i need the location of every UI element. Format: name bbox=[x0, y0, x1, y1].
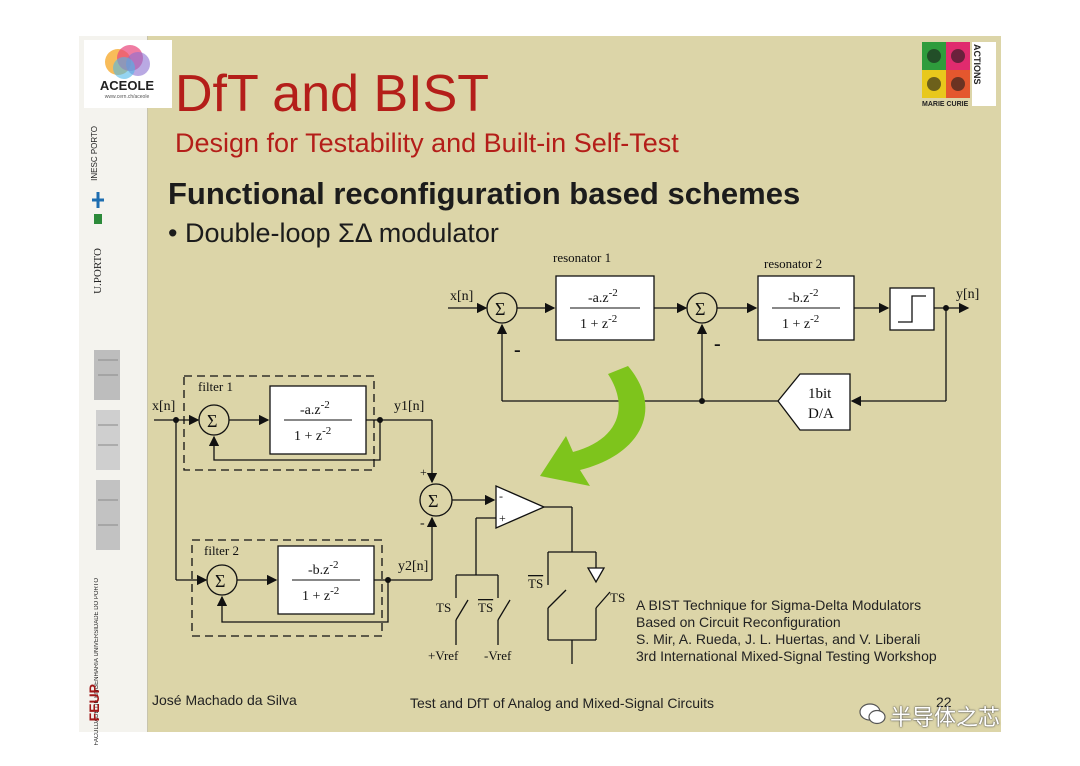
reference-text: A BIST Technique for Sigma-Delta Modulat… bbox=[636, 597, 937, 665]
reconfiguration-arrow-icon bbox=[540, 366, 646, 486]
resonator1-label: resonator 1 bbox=[553, 250, 611, 265]
marie-curie-logo bbox=[922, 42, 996, 106]
filter2-label: filter 2 bbox=[204, 543, 239, 558]
aceole-url: www.cern.ch/aceole bbox=[104, 94, 150, 100]
dac-label-line1: 1bit bbox=[808, 386, 832, 402]
resonator1-numerator: -a.z-2 bbox=[588, 287, 618, 306]
vref-positive-label: +Vref bbox=[428, 648, 459, 663]
footer-author: José Machado da Silva bbox=[152, 692, 297, 708]
sum-plus-label: + bbox=[420, 465, 427, 479]
reference-line: Based on Circuit Reconfiguration bbox=[636, 614, 841, 630]
y1-label: y1[n] bbox=[394, 399, 424, 414]
main-sum-label: Σ bbox=[428, 491, 438, 511]
resonator2-denominator: 1 + z-2 bbox=[782, 313, 819, 332]
page-subtitle: Design for Testability and Built-in Self… bbox=[175, 128, 679, 158]
filter2-denominator: 1 + z-2 bbox=[302, 585, 339, 604]
filter1-denominator: 1 + z-2 bbox=[294, 425, 331, 444]
filter2-sum-label: Σ bbox=[215, 571, 225, 591]
top-minus1-label: - bbox=[514, 339, 521, 361]
filter1-sum-label: Σ bbox=[207, 411, 217, 431]
dac-label-line2: D/A bbox=[808, 406, 834, 422]
bottom-input-label: x[n] bbox=[152, 399, 175, 414]
page-title: DfT and BIST bbox=[175, 65, 490, 123]
switch-tsbar-label-1: TS bbox=[478, 600, 493, 615]
top-output-label: y[n] bbox=[956, 287, 979, 302]
section-heading: Functional reconfiguration based schemes bbox=[168, 176, 801, 211]
reference-line: S. Mir, A. Rueda, J. L. Huertas, and V. … bbox=[636, 631, 921, 647]
resonator2-label: resonator 2 bbox=[764, 256, 822, 271]
building-image bbox=[94, 350, 120, 550]
slide-number: 22 bbox=[936, 694, 952, 710]
resonator1-denominator: 1 + z-2 bbox=[580, 313, 617, 332]
sum-minus-label: - bbox=[420, 516, 425, 531]
top-input-label: x[n] bbox=[450, 289, 473, 304]
watermark-text: 半导体之芯 bbox=[890, 705, 1001, 730]
wechat-icon bbox=[859, 703, 886, 725]
vref-negative-label: -Vref bbox=[484, 648, 512, 663]
switch-ts-label-1: TS bbox=[436, 600, 451, 615]
marie-curie-label: MARIE CURIE bbox=[922, 101, 969, 108]
switch-tsbar-label-2: TS bbox=[528, 576, 543, 591]
marie-curie-actions: ACTIONS bbox=[972, 44, 982, 85]
footer-course: Test and DfT of Analog and Mixed-Signal … bbox=[410, 695, 715, 711]
comparator-plus-label: + bbox=[499, 511, 506, 525]
reference-line: 3rd International Mixed-Signal Testing W… bbox=[636, 648, 937, 664]
inesc-icon bbox=[92, 192, 104, 224]
y2-label: y2[n] bbox=[398, 559, 428, 574]
comparator-minus-label: - bbox=[499, 489, 503, 503]
top-sum2-label: Σ bbox=[695, 299, 705, 319]
reference-line: A BIST Technique for Sigma-Delta Modulat… bbox=[636, 597, 922, 613]
filter2-numerator: -b.z-2 bbox=[308, 559, 339, 578]
aceole-name: ACEOLE bbox=[99, 78, 155, 93]
filter1-numerator: -a.z-2 bbox=[300, 399, 330, 418]
switch-ts-label-2: TS bbox=[610, 590, 625, 605]
aceole-circles-icon bbox=[105, 45, 150, 79]
filter1-label: filter 1 bbox=[198, 379, 233, 394]
aceole-logo bbox=[84, 40, 172, 108]
bullet-item: • Double-loop ΣΔ modulator bbox=[168, 218, 499, 248]
top-sum1-label: Σ bbox=[495, 299, 505, 319]
top-minus2-label: - bbox=[714, 333, 721, 355]
resonator2-numerator: -b.z-2 bbox=[788, 287, 819, 306]
